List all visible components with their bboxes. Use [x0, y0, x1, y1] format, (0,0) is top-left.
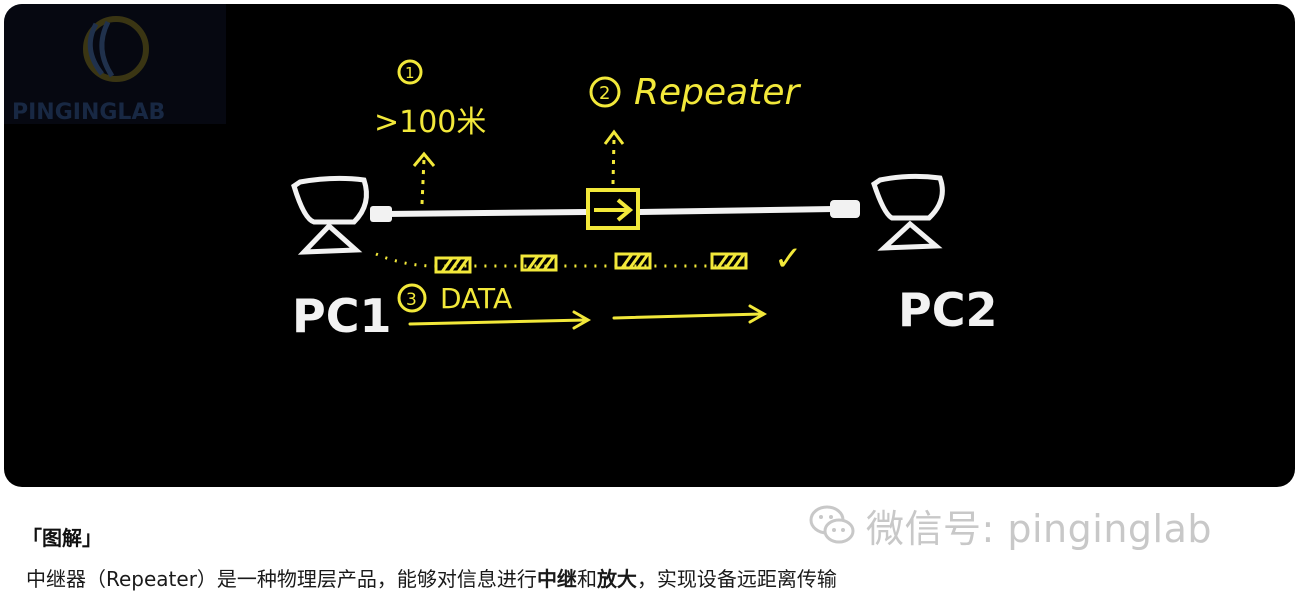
caption-bold-relay: 中继	[536, 567, 577, 591]
right-connector	[830, 200, 860, 218]
marker-1: 1	[397, 59, 423, 85]
caption-body: 中继器（Repeater）是一种物理层产品，能够对信息进行中继和放大，实现设备远…	[26, 563, 837, 592]
data-label: DATA	[440, 282, 512, 315]
caption-title: 「图解」	[22, 526, 102, 550]
cable-line	[381, 206, 837, 217]
distance-label: >100米	[374, 105, 486, 140]
up-arrow-1-head	[412, 151, 436, 167]
svg-text:3: 3	[406, 290, 417, 310]
data-packet	[434, 256, 472, 274]
pc1-label: PC1	[292, 289, 391, 343]
left-connector	[370, 206, 392, 222]
pc2-monitor-icon	[871, 173, 945, 251]
data-flow-dotted-line	[375, 252, 746, 268]
repeater-label: Repeater	[634, 72, 801, 113]
data-packet	[520, 254, 558, 272]
repeater-box-icon	[586, 188, 640, 230]
data-packet	[614, 252, 652, 270]
diagram-board: PINGINGLAB 1 >100米	[4, 4, 1295, 487]
up-arrow-1	[420, 158, 426, 205]
caption-text-part2: 和	[576, 567, 597, 591]
caption-text-part1: 中继器（Repeater）是一种物理层产品，能够对信息进行	[26, 567, 537, 591]
pc2-label: PC2	[898, 283, 997, 337]
up-arrow-2	[611, 138, 616, 185]
caption-text-part3: ，实现设备远距离传输	[636, 567, 837, 591]
data-direction-arrows	[408, 304, 768, 330]
logo-text: PINGINGLAB	[12, 100, 165, 125]
check-mark-icon: ✓	[774, 239, 803, 279]
diagram-canvas: PINGINGLAB 1 >100米	[4, 4, 997, 343]
wechat-watermark: 微信号: pinginglab	[808, 500, 1212, 551]
svg-text:1: 1	[405, 64, 415, 82]
marker-2: 2	[589, 76, 621, 108]
up-arrow-2-head	[603, 129, 625, 145]
caption-bold-amplify: 放大	[596, 567, 637, 591]
pinginglab-logo: PINGINGLAB	[4, 4, 226, 125]
marker-3: 3	[397, 283, 427, 313]
data-packet	[710, 252, 748, 270]
wechat-id-text: 微信号: pinginglab	[866, 506, 1212, 551]
data-packets	[434, 252, 748, 274]
wechat-icon	[809, 505, 855, 544]
pc1-monitor-icon	[291, 175, 369, 255]
svg-text:2: 2	[599, 83, 610, 104]
